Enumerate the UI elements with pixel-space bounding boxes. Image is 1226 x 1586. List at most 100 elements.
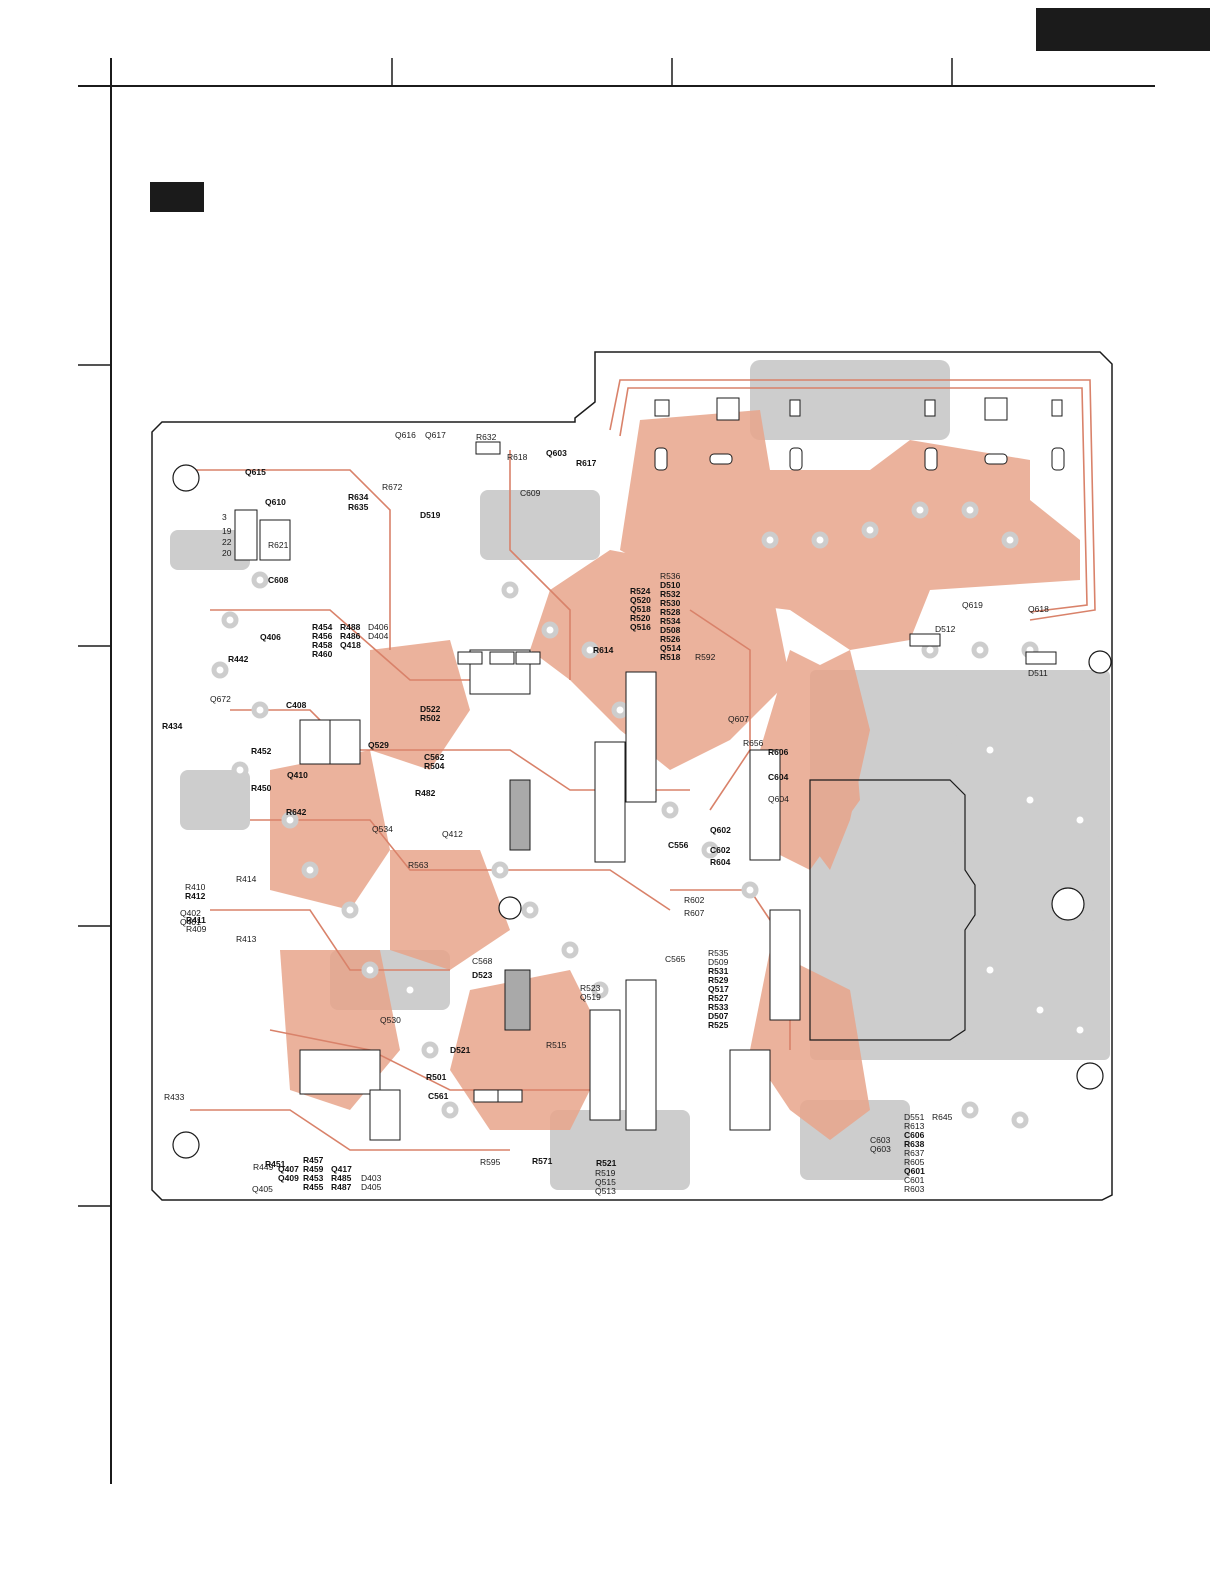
board-label: C408 <box>286 700 307 710</box>
board-label: D519 <box>420 510 441 520</box>
board-label: R536 <box>660 571 681 581</box>
board-label: R528 <box>660 607 681 617</box>
board-label: R535 <box>708 948 729 958</box>
board-label: C606 <box>904 1130 925 1140</box>
board-label: R433 <box>164 1092 185 1102</box>
board-label: R412 <box>185 891 206 901</box>
board-label: C561 <box>428 1091 449 1101</box>
board-label: C602 <box>710 845 731 855</box>
board-label: D551 <box>904 1112 925 1122</box>
board-label: R603 <box>904 1184 925 1194</box>
board-label: R414 <box>236 874 257 884</box>
board-label: R530 <box>660 598 681 608</box>
board-label: R488 <box>340 622 361 632</box>
board-label: 3 <box>222 512 227 522</box>
board-label: R523 <box>580 983 601 993</box>
board-label: 22 <box>222 537 232 547</box>
board-label: R457 <box>303 1155 324 1165</box>
board-label: R534 <box>660 616 681 626</box>
board-label: R524 <box>630 586 651 596</box>
board-label: R459 <box>303 1164 324 1174</box>
board-label: R618 <box>507 452 528 462</box>
board-label: Q410 <box>287 770 308 780</box>
board-label: R454 <box>312 622 333 632</box>
board-label: R486 <box>340 631 361 641</box>
board-label: D510 <box>660 580 681 590</box>
board-label: D522 <box>420 704 441 714</box>
board-label: Q610 <box>265 497 286 507</box>
board-label: D508 <box>660 625 681 635</box>
board-label: C608 <box>268 575 289 585</box>
board-label: R531 <box>708 966 729 976</box>
board-label: D404 <box>368 631 389 641</box>
board-label: Q618 <box>1028 604 1049 614</box>
board-label: R527 <box>708 993 729 1003</box>
board-label: Q616 <box>395 430 416 440</box>
board-label: R515 <box>546 1040 567 1050</box>
power-transistor-pads <box>654 397 1065 471</box>
board-label: Q418 <box>340 640 361 650</box>
board-label: R410 <box>185 882 206 892</box>
board-label: R458 <box>312 640 333 650</box>
board-label: R604 <box>710 857 731 867</box>
board-label: R605 <box>904 1157 925 1167</box>
board-label: R451 <box>265 1159 286 1169</box>
board-label: Q530 <box>380 1015 401 1025</box>
board-label: R526 <box>660 634 681 644</box>
board-label: R632 <box>476 432 497 442</box>
board-label: Q519 <box>580 992 601 1002</box>
board-label: Q672 <box>210 694 231 704</box>
board-label: Q619 <box>962 600 983 610</box>
board-label: R637 <box>904 1148 925 1158</box>
board-label: D509 <box>708 957 729 967</box>
board-label: R455 <box>303 1182 324 1192</box>
board-label: 19 <box>222 526 232 536</box>
board-label: 20 <box>222 548 232 558</box>
board-label: Q407 <box>278 1164 299 1174</box>
board-label: R519 <box>595 1168 616 1178</box>
board-label: Q607 <box>728 714 749 724</box>
board-label: Q617 <box>425 430 446 440</box>
board-label: R501 <box>426 1072 447 1082</box>
pcb-board-diagram: Q615 Q610 R621 C608 3 19 22 20 Q616 Q617… <box>151 351 1113 1201</box>
board-label: R638 <box>904 1139 925 1149</box>
board-label: C603 <box>870 1135 891 1145</box>
board-label: D507 <box>708 1011 729 1021</box>
board-label: R529 <box>708 975 729 985</box>
board-label: R672 <box>382 482 403 492</box>
page-corner-tab <box>1036 8 1210 51</box>
board-label: R449 <box>253 1162 274 1172</box>
component-labels: Q615 Q610 R621 C608 3 19 22 20 Q616 Q617… <box>162 430 1049 1196</box>
board-label: Q516 <box>630 622 651 632</box>
board-label: R411 <box>186 915 206 925</box>
board-label: C565 <box>665 954 686 964</box>
board-label: Q515 <box>595 1177 616 1187</box>
board-label: Q601 <box>904 1166 925 1176</box>
board-label: D512 <box>935 624 956 634</box>
board-label: Q405 <box>252 1184 273 1194</box>
board-label: C601 <box>904 1175 925 1185</box>
board-label: Q534 <box>372 824 393 834</box>
heatsink-outline <box>809 779 976 1041</box>
board-label: R485 <box>331 1173 352 1183</box>
board-label: Q406 <box>260 632 281 642</box>
board-label: R413 <box>236 934 257 944</box>
board-label: R453 <box>303 1173 324 1183</box>
board-label: Q417 <box>331 1164 352 1174</box>
board-label: D523 <box>472 970 493 980</box>
board-label: C609 <box>520 488 541 498</box>
board-label: R409 <box>186 924 207 934</box>
board-label: D511 <box>1028 668 1048 678</box>
board-label: R487 <box>331 1182 352 1192</box>
pads <box>211 501 1089 1129</box>
board-label: R521 <box>596 1158 617 1168</box>
board-label: R607 <box>684 908 705 918</box>
board-label: D521 <box>450 1045 471 1055</box>
board-label: R613 <box>904 1121 925 1131</box>
board-label: Q529 <box>368 740 389 750</box>
board-label: D403 <box>361 1173 382 1183</box>
board-label: D405 <box>361 1182 382 1192</box>
board-label: R518 <box>660 652 681 662</box>
board-label: R460 <box>312 649 333 659</box>
